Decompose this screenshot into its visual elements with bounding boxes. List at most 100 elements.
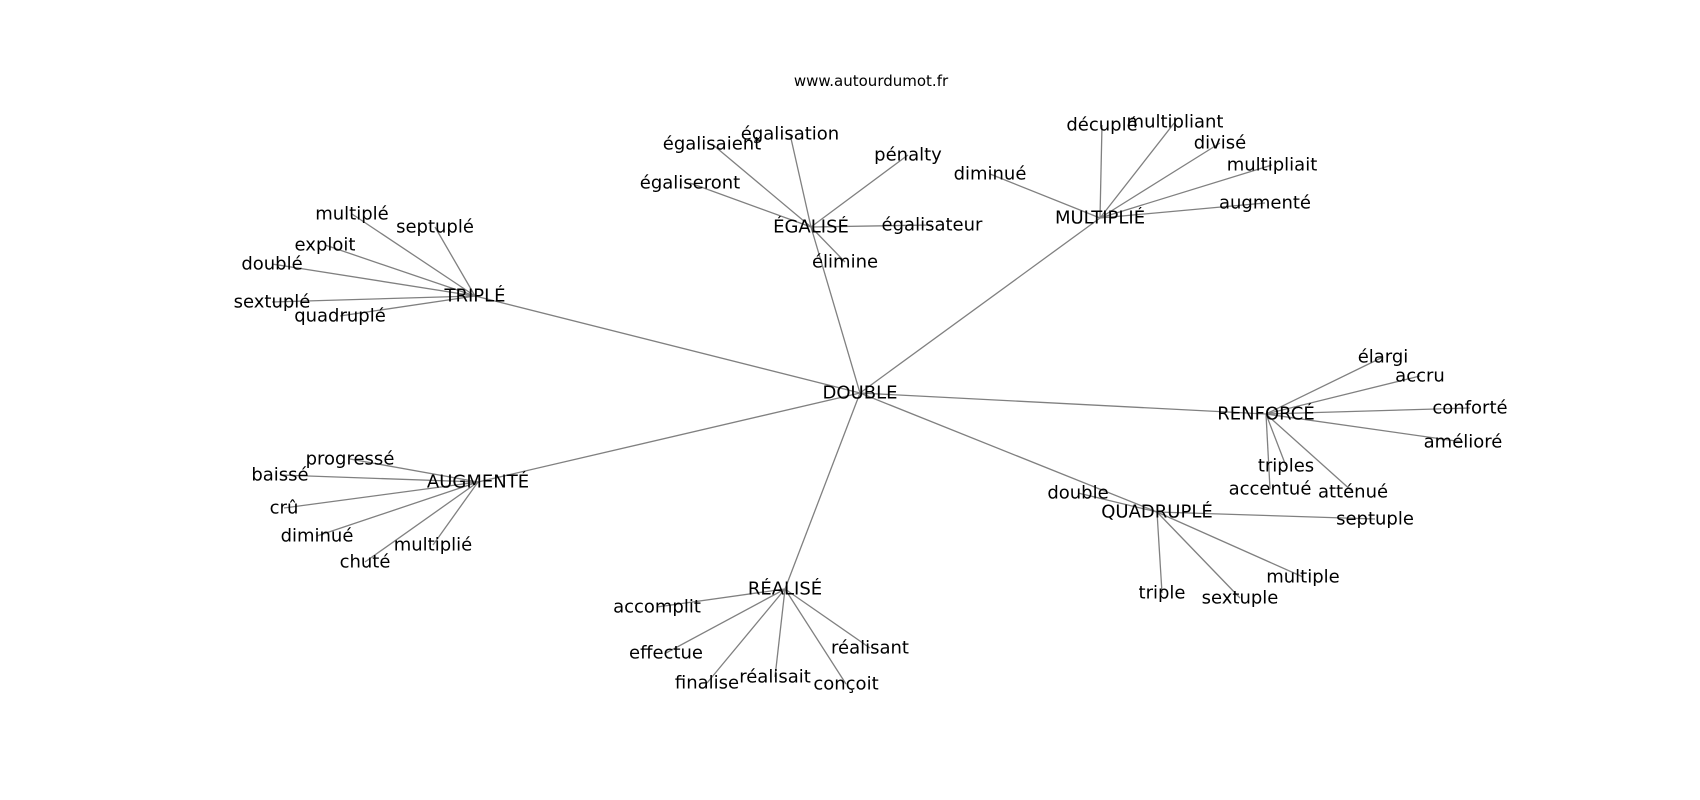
leaf-edge [1099,124,1103,219]
leaf-edge [810,226,846,263]
leaf-node-label: septuple [1336,509,1414,530]
leaf-edge [349,458,479,483]
leaf-edge [1156,511,1241,599]
leaf-edge [316,481,479,537]
leaf-edge [774,588,786,678]
root-edge [784,392,861,590]
leaf-edge [1156,511,1304,578]
root-node-label: DOUBLE [823,383,898,404]
leaf-node-label: exploit [295,235,356,256]
leaf-edge [279,474,479,483]
leaf-edge [1265,413,1271,490]
leaf-node-label: crû [270,498,299,519]
leaf-edge [1099,121,1176,219]
leaf-node-label: diminué [954,164,1027,185]
hub-node-label: TRIPLÉ [443,285,505,307]
root-edge [810,226,861,394]
leaf-edge [324,244,476,297]
hub-node-label: AUGMENTÉ [427,471,529,493]
leaf-edge [1156,511,1376,520]
leaf-edge [351,213,476,297]
leaf-node-label: réalisant [831,638,909,659]
hub-node-label: ÉGALISÉ [773,216,849,238]
leaf-edge [711,143,812,228]
leaf-node-label: élimine [812,252,878,273]
leaf-edge [1099,164,1273,219]
hub-node-label: RENFORCÉ [1217,403,1314,425]
leaf-node-label: égalisateur [882,215,983,236]
leaf-node-label: triples [1258,456,1314,477]
root-edge [859,392,1267,415]
leaf-edge [271,263,476,297]
leaf-node-label: sextuple [1202,588,1279,609]
leaf-node-label: doublé [241,254,302,275]
leaf-node-label: égalisaient [663,134,761,155]
hub-node-label: QUADRUPLÉ [1101,501,1212,523]
root-edge [474,295,861,394]
leaf-edge [1265,407,1471,415]
hub-node-label: RÉALISÉ [748,578,822,600]
leaf-node-label: multipliant [1127,112,1224,133]
leaf-node-label: finalise [675,673,739,694]
leaf-node-label: égaliseront [640,173,740,194]
leaf-edge [1077,492,1158,513]
leaf-edge [1156,511,1163,594]
leaf-edge [283,481,479,509]
edge-layer [271,121,1471,685]
leaf-node-label: conforté [1432,398,1507,419]
leaf-edge [784,588,871,649]
root-edge [859,392,1158,513]
leaf-node-label: accru [1395,366,1445,387]
leaf-edge [1265,356,1384,415]
leaf-edge [1265,413,1354,493]
leaf-edge [1265,375,1421,415]
leaf-node-label: diminué [281,526,354,547]
leaf-node-label: chuté [340,552,391,573]
leaf-node-label: progressé [306,449,395,470]
leaf-edge [810,224,933,228]
leaf-node-label: triple [1139,583,1186,604]
leaf-edge [989,173,1101,219]
leaf-edge [689,182,812,228]
leaf-node-label: élargi [1358,347,1409,368]
root-edge [859,217,1101,394]
leaf-edge [656,588,786,608]
leaf-node-label: multiplé [315,204,389,225]
root-edge [477,392,861,483]
leaf-node-label: septuplé [396,217,474,238]
leaf-node-label: multipliait [1227,155,1318,176]
leaf-edge [1265,413,1464,443]
leaf-edge [271,295,476,303]
leaf-node-label: multiplié [394,535,473,556]
leaf-edge [1099,202,1266,219]
leaf-node-label: décuplé [1066,115,1137,136]
leaf-node-label: baissé [251,465,308,486]
leaf-edge [810,154,909,228]
leaf-node-label: égalisation [741,124,839,145]
leaf-node-label: accomplit [613,597,701,618]
leaf-node-label: multiple [1266,567,1340,588]
leaf-node-label: divisé [1194,133,1247,154]
leaf-edge [784,588,847,685]
leaf-node-label: réalisait [739,667,811,688]
source-url: www.autourdumot.fr [793,72,949,90]
leaf-edge [432,481,479,546]
leaf-node-label: accentué [1229,479,1312,500]
leaf-node-label: amélioré [1424,432,1503,453]
leaf-node-label: sextuplé [234,292,311,313]
leaf-node-label: double [1047,483,1108,504]
leaf-edge [364,481,479,563]
hub-node-label: MULTIPLIÉ [1055,207,1145,229]
leaf-node-label: quadruplé [294,306,386,327]
leaf-node-label: augmenté [1219,193,1311,214]
leaf-edge [1265,413,1287,467]
leaf-node-label: pénalty [874,145,942,166]
leaf-edge [706,588,786,684]
leaf-node-label: atténué [1318,482,1388,503]
leaf-edge [434,226,476,297]
leaf-edge [339,295,476,317]
leaf-edge [789,133,812,228]
leaf-edge [1099,142,1221,219]
